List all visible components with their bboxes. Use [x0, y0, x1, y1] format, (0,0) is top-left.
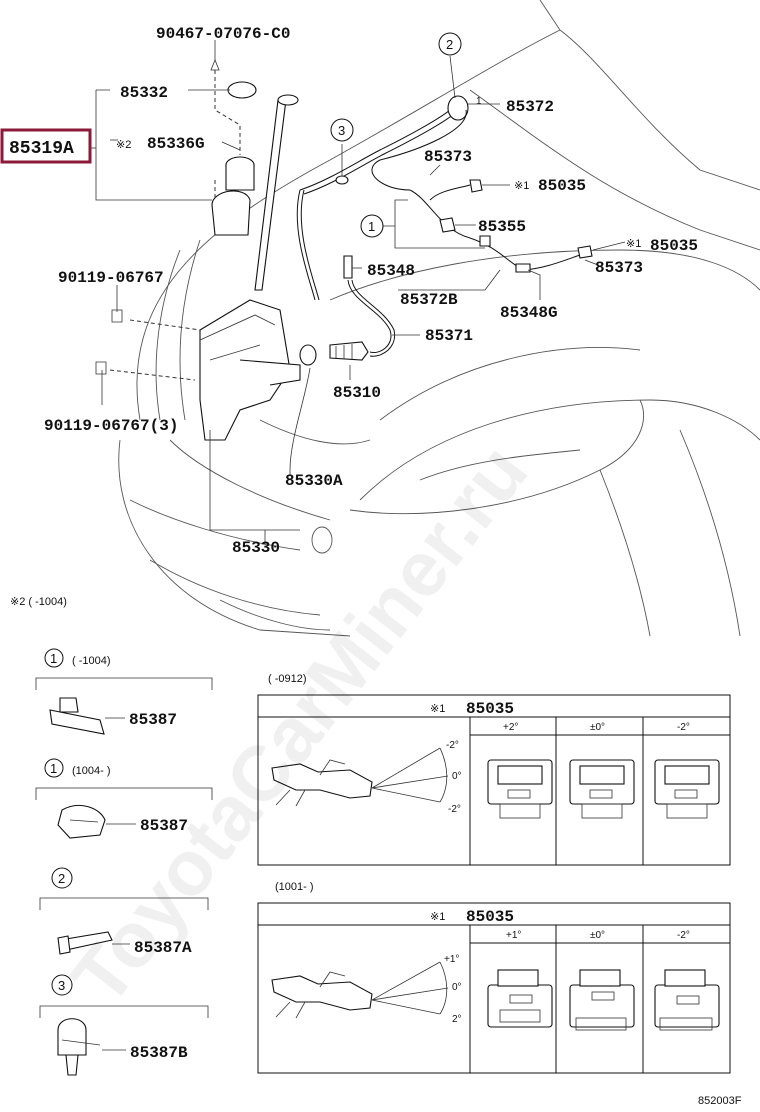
nozzle-table-1: ( -0912) ※1 85035 +2° ±0° -2° -2° 0° -2°	[257, 673, 731, 866]
table1-nozzle-2	[569, 759, 635, 819]
table2-angle-3: -2°	[677, 930, 690, 941]
clip-1a-num: 1	[50, 651, 57, 666]
clip-2-num: 2	[58, 871, 65, 886]
clip-1b-num: 1	[50, 761, 57, 776]
table1-title-mark: ※1	[430, 703, 445, 715]
note-2-range: ※2 ( -1004)	[10, 596, 67, 608]
label-90467: 90467-07076-C0	[156, 25, 290, 43]
table1-spray-top: -2°	[446, 740, 459, 751]
nozzle-table-2: (1001- ) ※1 85035 +1° ±0° -2° +1° 0° 2°	[257, 881, 731, 1074]
table2-range: (1001- )	[275, 881, 314, 893]
leader-lines	[90, 40, 626, 545]
label-85373-b: 85373	[595, 259, 643, 277]
watermark: ToyotaCarMiner.ru	[54, 428, 544, 1021]
label-85355: 85355	[478, 218, 526, 236]
label-85372: 85372	[506, 98, 554, 116]
table1-angle-2: ±0°	[590, 722, 605, 733]
figure-id: 852003F	[698, 1095, 742, 1107]
clip-1a-circle	[44, 648, 64, 668]
clip-1a-range: ( -1004)	[72, 655, 111, 667]
clip-1b-circle	[44, 758, 64, 778]
clip-2-circle	[51, 867, 73, 889]
table1-angle-1: +2°	[503, 722, 518, 733]
table2-nozzle-3	[654, 969, 720, 1031]
label-85035-a: 85035	[538, 177, 586, 195]
callout-3-text: 3	[338, 123, 345, 138]
table2-angle-1: +1°	[506, 930, 521, 941]
label-85348: 85348	[367, 262, 415, 280]
table1-title: 85035	[466, 700, 514, 718]
label-90119-a: 90119-06767	[58, 269, 164, 287]
callout-circle-2	[438, 32, 462, 56]
clip-3-circle	[51, 974, 73, 996]
label-85332: 85332	[120, 84, 168, 102]
label-85319A: 85319A	[9, 139, 74, 159]
clip-2-part: 85387A	[134, 939, 192, 957]
washer-tank-assembly	[95, 58, 301, 441]
table2-nozzle-1	[487, 969, 553, 1028]
table1-nozzle-3	[654, 759, 720, 819]
label-85035-b: 85035	[650, 237, 698, 255]
table2-spray-mid: 0°	[452, 982, 462, 993]
callout-1-small: 1	[476, 96, 482, 107]
callout-circle-1	[360, 214, 384, 238]
clip-1b-range: (1004- )	[72, 765, 111, 777]
note-mark-2: ※2	[116, 139, 131, 151]
part-labels: 90467-07076-C0 85332 85319A ※2 85336G 90…	[0, 25, 698, 557]
table1-angle-3: -2°	[677, 722, 690, 733]
label-85330: 85330	[232, 539, 280, 557]
label-85336G: 85336G	[147, 135, 205, 153]
label-85348G: 85348G	[500, 304, 558, 322]
clip-1b-part: 85387	[140, 817, 188, 835]
table2-spray-top: +1°	[444, 954, 459, 965]
table2-spray-bot: 2°	[452, 1014, 462, 1025]
callout-circle-3	[330, 118, 354, 142]
table1-spray-bot: -2°	[448, 804, 461, 815]
table2-nozzle-2	[569, 969, 635, 1031]
label-90119-b: 90119-06767(3)	[44, 417, 178, 435]
table2-title: 85035	[466, 908, 514, 926]
callout-2-text: 2	[446, 37, 453, 52]
label-85330A: 85330A	[285, 472, 343, 490]
pump-and-hoses	[296, 95, 593, 366]
clip-3-num: 3	[58, 978, 65, 993]
table1-nozzle-1	[487, 759, 553, 819]
table1-spray-mid: 0°	[452, 771, 462, 782]
table2-title-mark: ※1	[430, 911, 445, 923]
label-85373-a: 85373	[424, 148, 472, 166]
clip-1a-part: 85387	[129, 711, 177, 729]
label-85310: 85310	[333, 384, 381, 402]
table2-angle-2: ±0°	[590, 930, 605, 941]
clip-details: 1 ( -1004) 85387 1 (1004- ) 85387 2 8538…	[35, 648, 213, 1076]
highlight-box-85319A	[0, 128, 92, 164]
callout-1-text: 1	[368, 219, 375, 234]
label-85371: 85371	[425, 327, 473, 345]
note-mark-1-b: ※1	[626, 238, 641, 250]
note-mark-1-a: ※1	[514, 180, 529, 192]
clip-3-part: 85387B	[130, 1044, 188, 1062]
label-85372B: 85372B	[400, 291, 458, 309]
table1-range: ( -0912)	[268, 673, 307, 685]
